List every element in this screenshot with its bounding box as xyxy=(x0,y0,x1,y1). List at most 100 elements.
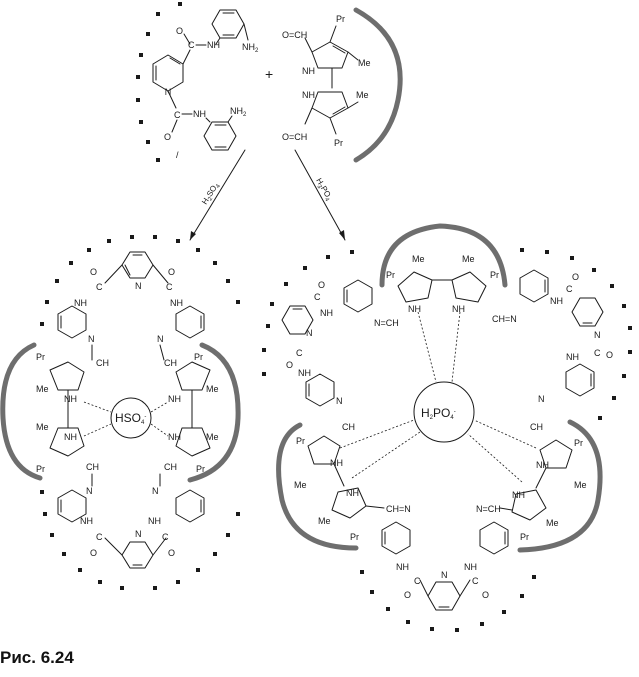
h2po4-c-right-lower: C xyxy=(594,348,601,358)
stray-mark: / xyxy=(176,150,179,160)
h2po4-o-right-upper: O xyxy=(572,272,579,282)
h2po4-me-right-top: Me xyxy=(574,480,587,490)
product-hso4-macrocycle: N C C O O NH NH N N CH CH Pr Me NH NH Me… xyxy=(0,235,241,590)
reactant-bipyrrole: NH O=CH Pr Me NH O=CH Me Pr xyxy=(282,7,403,163)
hso4-nh-pyrrole-left-bottom: NH xyxy=(64,432,77,442)
hso4-me-right-bottom: Me xyxy=(206,432,219,442)
hso4-pr-left-top: Pr xyxy=(36,352,45,362)
nh2-bottom: NH2 xyxy=(230,106,247,118)
plus-sign: + xyxy=(265,66,273,82)
hso4-nh-right-bottom: NH xyxy=(148,516,161,526)
hso4-c-right-top: C xyxy=(166,282,173,292)
hso4-ch-right-top: CH xyxy=(164,358,177,368)
bipyrrole-pr-top: Pr xyxy=(336,14,345,24)
h2po4-imine-top-left: N=CH xyxy=(374,318,399,328)
h2po4-imine-bottom-left: CH=N xyxy=(386,504,411,514)
h2po4-c-bottom-right: C xyxy=(472,576,479,586)
h2po4-o-bottom-right: O xyxy=(482,590,489,600)
hso4-bottom-pyridine-n: N xyxy=(135,529,142,539)
h2po4-pr-left-bottom: Pr xyxy=(350,532,359,542)
bipyrrole-pr-bottom: Pr xyxy=(334,138,343,148)
hso4-imine-n-right-top: N xyxy=(157,334,164,344)
h2po4-nh-left-lower: NH xyxy=(298,368,311,378)
hso4-o-right-bottom: O xyxy=(168,548,175,558)
h2po4-o-bottom-left: O xyxy=(404,590,411,600)
arrow-reagent-h3po4: H3PO4 xyxy=(313,177,335,204)
nh2-top: NH2 xyxy=(242,42,259,54)
h2po4-o-right-lower: O xyxy=(606,350,613,360)
h2po4-imine-bottom-right: N=CH xyxy=(476,504,501,514)
h2po4-top-bracket-arc xyxy=(379,223,508,288)
h2po4-nh-right-upper: NH xyxy=(550,296,563,306)
h2po4-c-left-upper: C xyxy=(314,292,321,302)
amide-o-bottom: O xyxy=(164,132,171,142)
hso4-ch-right-bottom: CH xyxy=(164,462,177,472)
h2po4-o-left-upper: O xyxy=(318,280,325,290)
hso4-nh-left-bottom: NH xyxy=(80,516,93,526)
hso4-c-left-bottom: C xyxy=(96,532,103,542)
h2po4-me-right-bottom: Me xyxy=(546,518,559,528)
hso4-pr-left-bottom: Pr xyxy=(36,464,45,474)
hso4-anion-circle xyxy=(110,397,152,439)
h2po4-nh-pyrrole-right-top: NH xyxy=(536,460,549,470)
hso4-o-left-top: O xyxy=(90,267,97,277)
reactant-diamide: N C O NH NH2 C O NH NH2 xyxy=(136,2,259,162)
h2po4-me-top-left: Me xyxy=(412,254,425,264)
hso4-me-right-top: Me xyxy=(206,384,219,394)
hso4-ch-left-top: CH xyxy=(96,358,109,368)
bipyrrole-me-top: Me xyxy=(358,58,371,68)
hso4-pr-right-bottom: Pr xyxy=(196,464,205,474)
figure-caption: Рис. 6.24 xyxy=(0,648,74,667)
bipyrrole-nh-bottom: NH xyxy=(302,90,315,100)
hso4-nh-pyrrole-right-bottom: NH xyxy=(168,432,181,442)
arrow-hso4: H2SO4 xyxy=(189,149,246,241)
h2po4-o-left-lower: O xyxy=(286,360,293,370)
h2po4-me-left-top: Me xyxy=(294,480,307,490)
hso4-nh-left-top: NH xyxy=(74,298,87,308)
hso4-c-left-top: C xyxy=(96,282,103,292)
h2po4-pr-right-bottom: Pr xyxy=(520,532,529,542)
h2po4-imine-n-left: N xyxy=(336,396,343,406)
hso4-me-left-bottom: Me xyxy=(36,422,49,432)
h2po4-c-left-lower: C xyxy=(296,348,303,358)
amide-nh-bottom: NH xyxy=(193,109,206,119)
hso4-nh-pyrrole-right-top: NH xyxy=(168,394,181,404)
h2po4-pr-right-top: Pr xyxy=(574,438,583,448)
h2po4-pyridine-n-left: N xyxy=(306,328,313,338)
h2po4-nh-right-lower: NH xyxy=(566,352,579,362)
amide-c-top: C xyxy=(188,40,195,50)
hso4-nh-pyrrole-left-top: NH xyxy=(64,394,77,404)
h2po4-bottom-pyridine-n: N xyxy=(441,570,448,580)
h2po4-nh-bottom-right: NH xyxy=(464,562,477,572)
h2po4-pr-top-left: Pr xyxy=(386,270,395,280)
hso4-imine-n-left-bottom: N xyxy=(86,486,93,496)
reaction-scheme: N C O NH NH2 C O NH NH2 + NH xyxy=(0,2,632,632)
product-h2po4-dotted-ring xyxy=(262,248,632,632)
h2po4-nh-pyrrole-right-bottom: NH xyxy=(512,490,525,500)
h2po4-nh-bottom-left: NH xyxy=(396,562,409,572)
h2po4-anion-circle xyxy=(413,381,475,443)
hso4-pr-right-top: Pr xyxy=(194,352,203,362)
h2po4-imine-top-right: CH=N xyxy=(492,314,517,324)
reactant-diamide-dotted-bracket xyxy=(136,2,182,162)
h2po4-imine-n-right: N xyxy=(538,394,545,404)
product-hso4-dotted-ring xyxy=(40,235,240,590)
hso4-left-bracket-arc xyxy=(0,342,43,481)
hso4-imine-n-right-bottom: N xyxy=(152,486,159,496)
arrow-h2po4: H3PO4 xyxy=(294,149,346,241)
hso4-imine-n-left-top: N xyxy=(88,334,95,344)
bipyrrole-bracket-arc xyxy=(353,7,403,163)
h2po4-ch-left: CH xyxy=(342,422,355,432)
bipyrrole-cho-bottom: O=CH xyxy=(282,132,307,142)
h2po4-nh-left-upper: NH xyxy=(320,308,333,318)
hso4-o-right-top: O xyxy=(168,267,175,277)
h2po4-anion-label: H2PO4- xyxy=(421,406,456,421)
h2po4-pr-top-right: Pr xyxy=(490,270,499,280)
h2po4-nh-pyrrole-left-top: NH xyxy=(330,458,343,468)
bipyrrole-nh-top: NH xyxy=(302,66,315,76)
h2po4-right-bracket-arc xyxy=(517,419,603,553)
hso4-ch-left-bottom: CH xyxy=(86,462,99,472)
bipyrrole-cho-top: O=CH xyxy=(282,30,307,40)
h2po4-pr-left-top: Pr xyxy=(296,436,305,446)
h2po4-nh-top-right: NH xyxy=(452,304,465,314)
